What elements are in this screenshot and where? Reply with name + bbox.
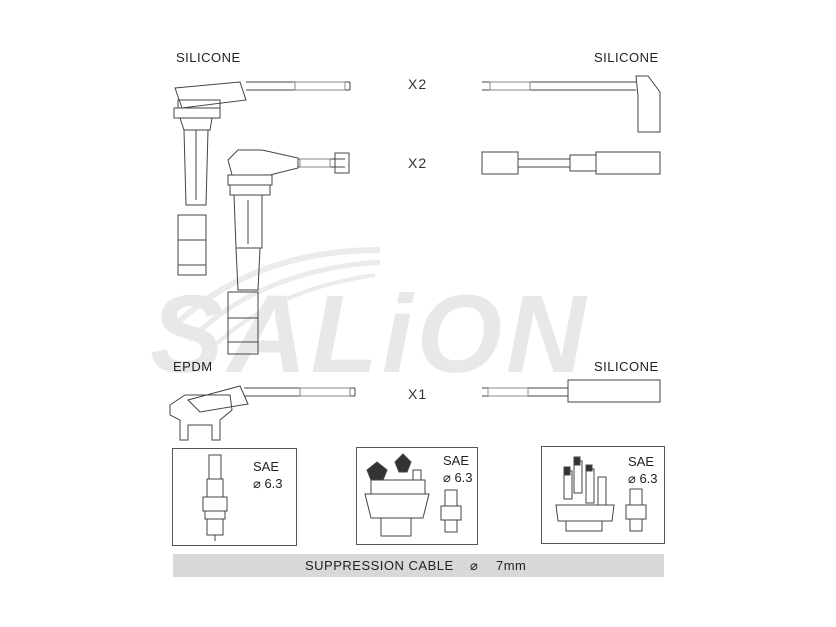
distributor-cap-icon-2 [555, 456, 647, 532]
cable-row1-right [482, 75, 661, 133]
box2-diameter: ⌀ 6.3 [443, 470, 473, 485]
cable-row1-left [246, 81, 351, 91]
distributor-cap-icon [364, 453, 462, 537]
cable-row3-left [244, 387, 356, 397]
suppression-cable-bar: SUPPRESSION CABLE ⌀ 7mm [173, 554, 664, 577]
footer-text: SUPPRESSION CABLE [305, 558, 454, 573]
quantity-row2: X2 [408, 155, 428, 171]
spark-plug-icon [202, 454, 228, 541]
quantity-row3: X1 [408, 386, 428, 402]
cable-row3-right [482, 379, 661, 403]
cable-row2-right [481, 151, 661, 175]
cable-row2-left [298, 152, 350, 174]
footer-diameter-symbol: ⌀ [470, 558, 479, 573]
box2-sae: SAE [443, 453, 470, 468]
box-spark-plug: SAE ⌀ 6.3 [172, 448, 297, 546]
box1-sae: SAE [253, 459, 280, 474]
boot-epdm [169, 385, 249, 441]
box3-diameter: ⌀ 6.3 [628, 471, 658, 486]
watermark-text: SALiON [150, 273, 590, 396]
box3-sae: SAE [628, 454, 655, 469]
label-silicone-bottom-right: SILICONE [594, 359, 659, 374]
label-silicone-top-right: SILICONE [594, 50, 659, 65]
box-distributor-cap-1: SAE ⌀ 6.3 [356, 447, 478, 545]
footer-size: 7mm [496, 558, 527, 573]
label-silicone-top-left: SILICONE [176, 50, 241, 65]
box-distributor-cap-2: SAE ⌀ 6.3 [541, 446, 665, 544]
box1-diameter: ⌀ 6.3 [253, 476, 283, 491]
boot-silicone-second [227, 149, 299, 355]
quantity-row1: X2 [408, 76, 428, 92]
boot-silicone-long [173, 81, 247, 276]
label-epdm: EPDM [173, 359, 213, 374]
